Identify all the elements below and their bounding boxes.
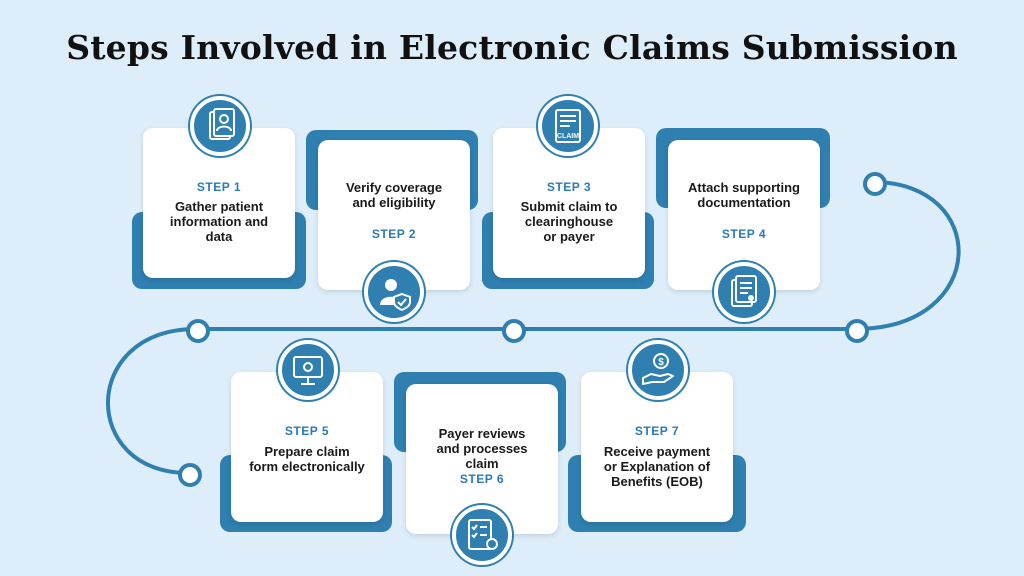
claim-icon-text: CLAIM [557,133,579,140]
step-label: STEP 4 [721,227,767,241]
step-description: Payer reviews and processes claim [436,426,528,471]
payment-hand-icon: $ [628,340,688,400]
step-description: Attach supporting documentation [688,180,800,210]
connector-dot [845,319,869,343]
step-label: STEP 1 [196,180,242,194]
step-description: Verify coverage and eligibility [345,180,443,210]
connector-dot [186,319,210,343]
step-description: Prepare claim form electronically [249,444,365,474]
svg-text:$: $ [658,357,664,368]
step-card-6: Payer reviews and processes claim STEP 6 [406,384,558,534]
claim-document-icon: CLAIM [538,96,598,156]
step-description: Gather patient information and data [169,199,269,244]
connector-dot [178,463,202,487]
step-description: Receive payment or Explanation of Benefi… [603,444,711,489]
connector-dot [502,319,526,343]
step-card-5: STEP 5 Prepare claim form electronically [231,372,383,522]
computer-monitor-icon [278,340,338,400]
page-title: Steps Involved in Electronic Claims Subm… [66,28,958,67]
step-label: STEP 7 [634,424,680,438]
step-label: STEP 2 [371,227,417,241]
step-label: STEP 5 [284,424,330,438]
documents-icon [714,262,774,322]
review-checklist-icon [452,505,512,565]
verified-user-icon [364,262,424,322]
step-description: Submit claim to clearinghouse or payer [520,199,618,244]
patient-file-icon [190,96,250,156]
step-label: STEP 3 [546,180,592,194]
step-label: STEP 6 [459,472,505,486]
connector-dot [863,172,887,196]
